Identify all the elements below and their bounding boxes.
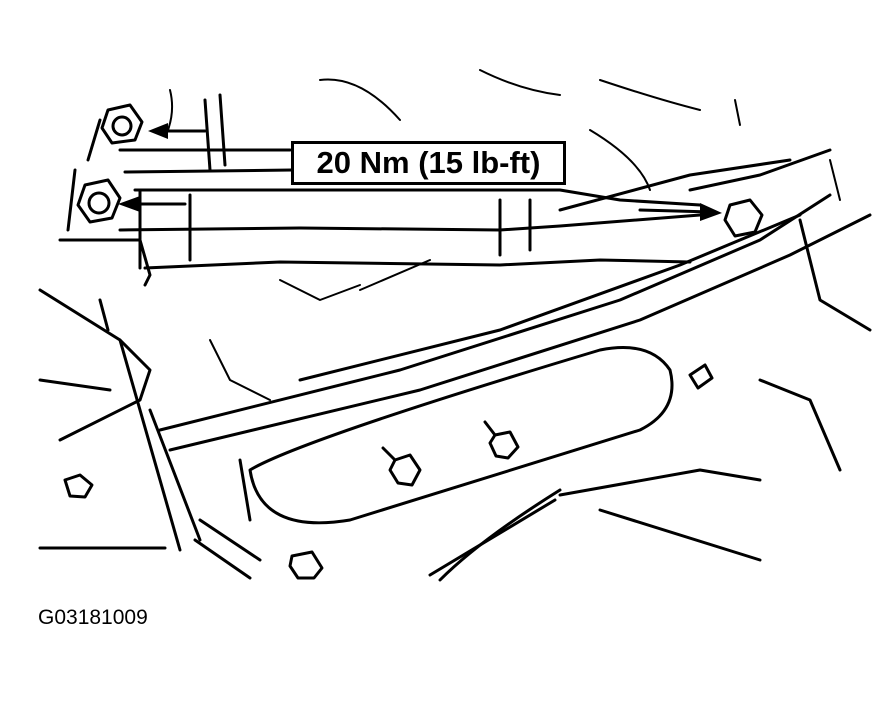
bolt-lower-left-icon — [66, 168, 122, 232]
arrow-left-icon — [148, 123, 207, 139]
arrow-left-icon — [118, 196, 187, 212]
arrow-right-icon — [638, 203, 722, 221]
torque-callout: 20 Nm (15 lb-ft) — [291, 141, 566, 185]
upper-body-lines — [167, 69, 841, 401]
figure-id: G03181009 — [38, 606, 148, 629]
nut-icon — [288, 550, 324, 580]
stud-left-icon — [381, 446, 422, 487]
body-panel-left — [38, 288, 262, 580]
stud-right-icon — [483, 420, 520, 460]
mounting-bracket — [58, 93, 702, 287]
bolt-right-icon — [723, 198, 764, 238]
lower-panel — [238, 346, 762, 582]
frame-rail — [158, 148, 872, 472]
bolt-upper-left-icon — [86, 103, 144, 162]
